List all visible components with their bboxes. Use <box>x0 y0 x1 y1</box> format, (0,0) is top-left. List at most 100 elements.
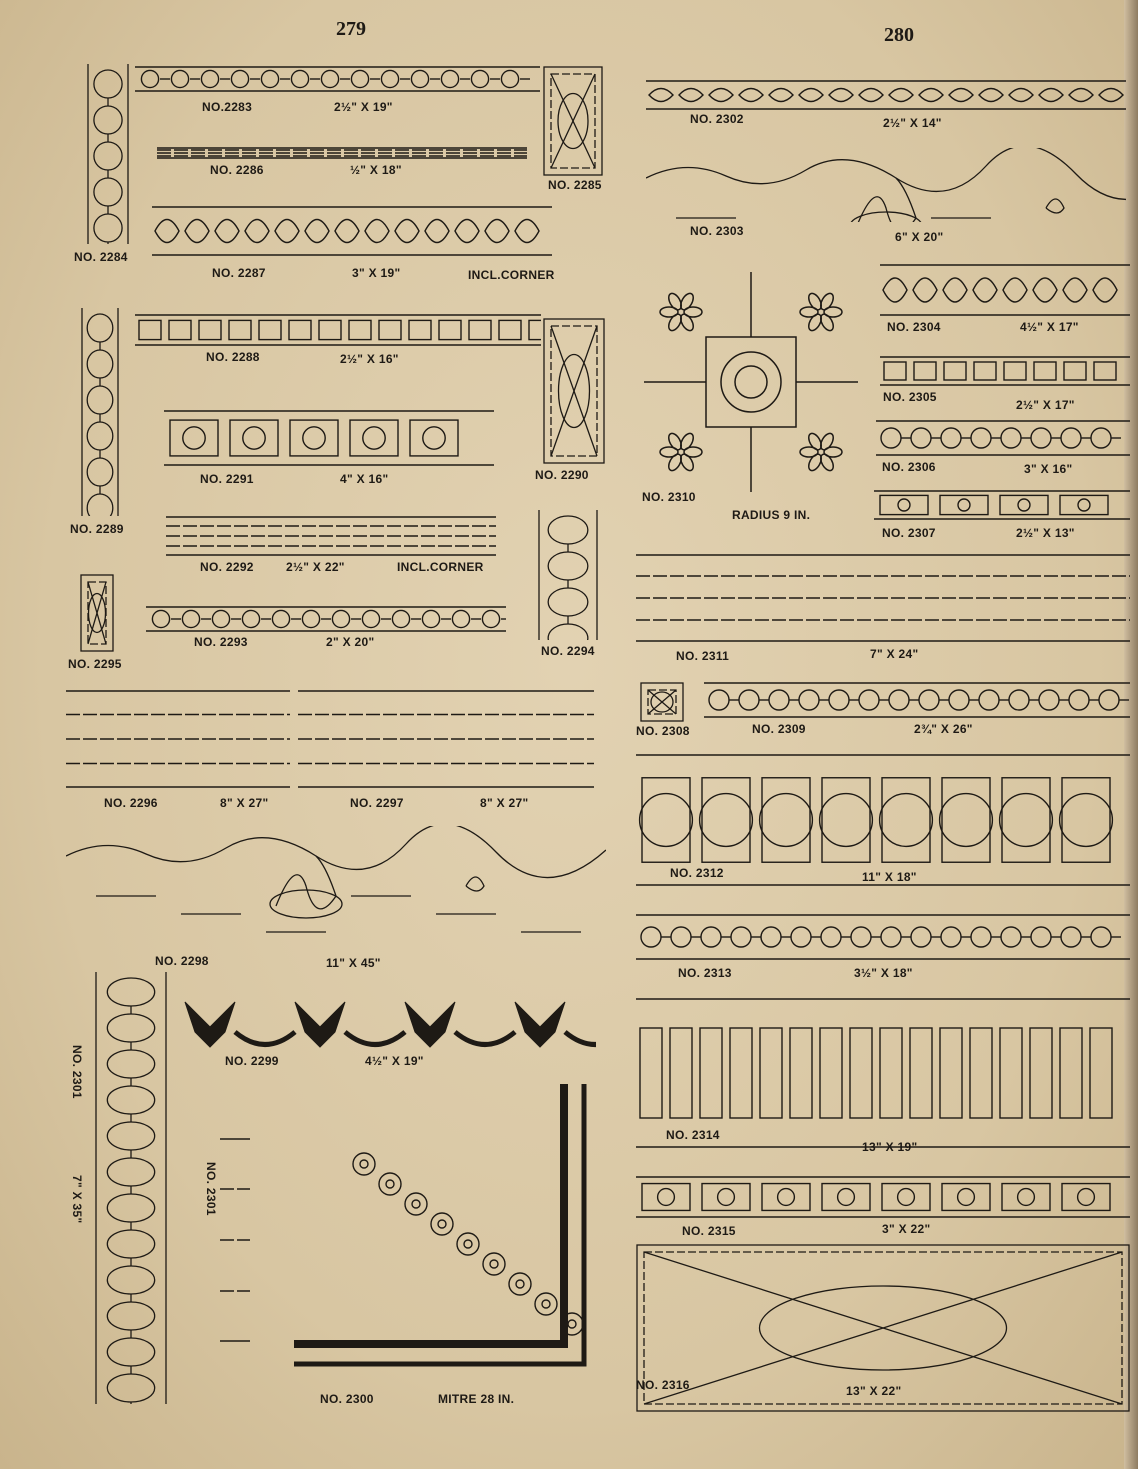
no-2303-size: 6" X 20" <box>895 230 944 244</box>
no-2307-size: 2½" X 13" <box>1016 526 1075 540</box>
no-2310-stencil-design <box>636 264 866 500</box>
no-2315-stencil-design <box>636 1176 1130 1218</box>
no-2316-size: 13" X 22" <box>846 1384 902 1398</box>
no-2296-size: 8" X 27" <box>220 796 269 810</box>
no-2304-stencil-design <box>880 264 1130 316</box>
no-2292-note: INCL.CORNER <box>397 560 484 574</box>
no-2309-stencil-design <box>704 682 1130 718</box>
no-2305-stencil-design <box>880 356 1130 386</box>
no-2316-label: NO. 2316 <box>636 1378 690 1392</box>
no-2301-label: NO. 2301 <box>70 1045 84 1099</box>
no-2283-size: 2½" X 19" <box>334 100 393 114</box>
no-2313-stencil-design <box>636 914 1130 960</box>
no-2290-stencil-design <box>543 318 605 464</box>
no-2289-label: NO. 2289 <box>70 522 124 536</box>
no-2299-size: 4½" X 19" <box>365 1054 424 1068</box>
no-2285-label: NO. 2285 <box>548 178 602 192</box>
no-2310-note: RADIUS 9 IN. <box>732 508 811 522</box>
no-2283-stencil-design <box>135 66 540 92</box>
page-number-left: 279 <box>336 18 366 40</box>
no-2293-size: 2" X 20" <box>326 635 375 649</box>
no-2308-stencil-design <box>640 682 684 722</box>
no-2311-label: NO. 2311 <box>676 649 730 663</box>
no-2301-stencil-design <box>94 972 168 1404</box>
no-2299-label: NO. 2299 <box>225 1054 279 1068</box>
no-2283-label: NO.2283 <box>202 100 253 114</box>
page-number-right: 280 <box>884 24 914 46</box>
no-2315-size: 3" X 22" <box>882 1222 931 1236</box>
no-2290-label: NO. 2290 <box>535 468 589 482</box>
no-2291-label: NO. 2291 <box>200 472 254 486</box>
no-2305-label: NO. 2305 <box>883 390 937 404</box>
no-2306-size: 3" X 16" <box>1024 462 1073 476</box>
no-2288-size: 2½" X 16" <box>340 352 399 366</box>
no-2291-size: 4" X 16" <box>340 472 389 486</box>
no-2309-size: 2¾" X 26" <box>914 722 973 736</box>
no-2306-label: NO. 2306 <box>882 460 936 474</box>
no-2305-size: 2½" X 17" <box>1016 398 1075 412</box>
no-2304-label: NO. 2304 <box>887 320 941 334</box>
no-2297-label: NO. 2297 <box>350 796 404 810</box>
no-2303-label: NO. 2303 <box>690 224 744 238</box>
no-2288-stencil-design <box>135 314 541 346</box>
no-2312-label: NO. 2312 <box>670 866 724 880</box>
no-2302-stencil-design <box>646 80 1126 110</box>
no-2294-label: NO. 2294 <box>541 644 595 658</box>
no-2298-size: 11" X 45" <box>326 956 381 970</box>
no-2310-label: NO. 2310 <box>642 490 696 504</box>
no-2307-label: NO. 2307 <box>882 526 936 540</box>
no-2288-label: NO. 2288 <box>206 350 260 364</box>
no-2304-size: 4½" X 17" <box>1020 320 1079 334</box>
no-2301-stencil-design <box>220 1138 250 1342</box>
no-2312-stencil-design <box>636 754 1130 886</box>
no-2291-stencil-design <box>164 410 494 466</box>
no-2306-stencil-design <box>876 420 1130 456</box>
no-2298-stencil-design <box>66 826 606 948</box>
no-2287-label: NO. 2287 <box>212 266 266 280</box>
no-2300-note: MITRE 28 IN. <box>438 1392 515 1406</box>
no-2294-stencil-design <box>537 510 599 640</box>
no-2311-size: 7" X 24" <box>870 647 919 661</box>
no-2315-label: NO. 2315 <box>682 1224 736 1238</box>
no-2314-size: 13" X 19" <box>862 1140 918 1154</box>
no-2308-label: NO. 2308 <box>636 724 690 738</box>
no-2284-stencil-design <box>86 64 130 244</box>
no-2287-stencil-design <box>152 206 552 256</box>
no-2286-stencil-design <box>157 147 527 159</box>
no-2286-label: NO. 2286 <box>210 163 264 177</box>
no-2292-stencil-design <box>166 516 496 556</box>
no-2287-note: INCL.CORNER <box>468 268 555 282</box>
no-2297-stencil-design <box>298 690 594 788</box>
no-2309-label: NO. 2309 <box>752 722 806 736</box>
no-2313-size: 3½" X 18" <box>854 966 913 980</box>
no-2286-size: ½" X 18" <box>350 163 402 177</box>
no-2301-size: 7" X 35" <box>70 1175 84 1224</box>
no-2303-stencil-design <box>646 148 1126 222</box>
no-2300-label: NO. 2300 <box>320 1392 374 1406</box>
no-2285-stencil-design <box>543 66 603 176</box>
no-2300-stencil-design <box>294 1084 604 1384</box>
no-2316-stencil-design <box>636 1244 1130 1412</box>
no-2302-label: NO. 2302 <box>690 112 744 126</box>
no-2295-stencil-design <box>80 574 114 652</box>
no-2292-label: NO. 2292 <box>200 560 254 574</box>
no-2295-label: NO. 2295 <box>68 657 122 671</box>
no-2287-size: 3" X 19" <box>352 266 401 280</box>
no-2313-label: NO. 2313 <box>678 966 732 980</box>
no-2302-size: 2½" X 14" <box>883 116 942 130</box>
no-2289-stencil-design <box>80 308 120 516</box>
no-2314-label: NO. 2314 <box>666 1128 720 1142</box>
no-2314-stencil-design <box>636 998 1130 1148</box>
no-2301-label: NO. 2301 <box>204 1162 218 1216</box>
no-2284-label: NO. 2284 <box>74 250 128 264</box>
no-2312-size: 11" X 18" <box>862 870 917 884</box>
no-2298-label: NO. 2298 <box>155 954 209 968</box>
no-2296-label: NO. 2296 <box>104 796 158 810</box>
no-2297-size: 8" X 27" <box>480 796 529 810</box>
no-2311-stencil-design <box>636 554 1130 642</box>
page-edge-shadow <box>1124 0 1138 1469</box>
no-2293-stencil-design <box>146 606 506 632</box>
no-2307-stencil-design <box>874 490 1130 520</box>
no-2292-size: 2½" X 22" <box>286 560 345 574</box>
